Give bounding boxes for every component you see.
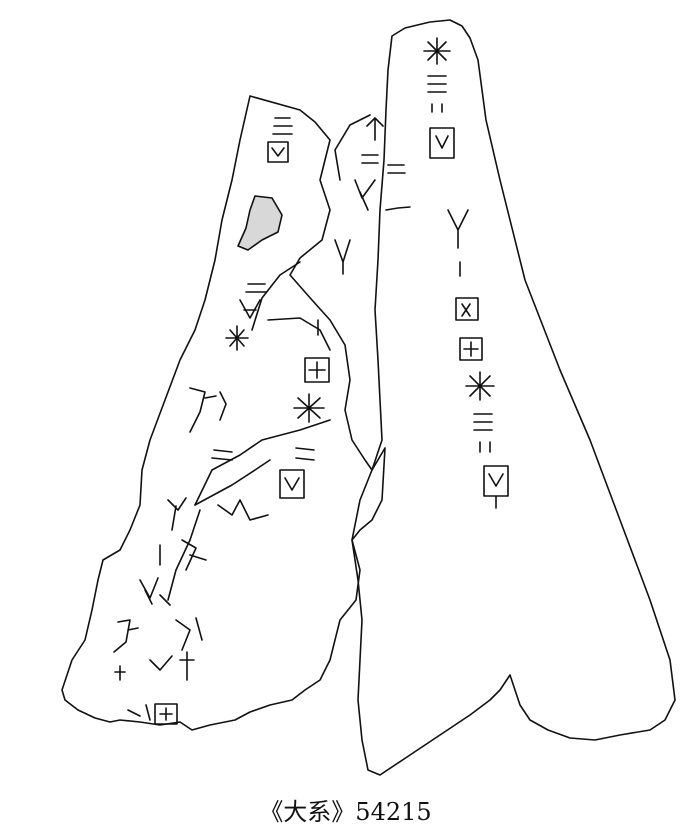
stone-blot xyxy=(237,195,283,251)
crack-line xyxy=(194,459,271,506)
crack-line xyxy=(251,261,301,331)
glyph-column-left xyxy=(113,117,293,725)
oracle-bone-drawing xyxy=(61,19,676,776)
glyph-column-middle xyxy=(279,117,406,499)
crack-line xyxy=(217,499,269,521)
left-fragment-outline xyxy=(61,95,386,731)
crack-line xyxy=(385,206,411,211)
crack-line xyxy=(167,509,201,601)
right-fragment-outline xyxy=(351,19,676,776)
crack-line xyxy=(194,419,331,506)
figure-caption: 《大系》54215 xyxy=(259,798,432,826)
crack-line xyxy=(334,114,371,181)
glyph-column-right xyxy=(423,37,509,509)
crack-line xyxy=(267,317,331,351)
